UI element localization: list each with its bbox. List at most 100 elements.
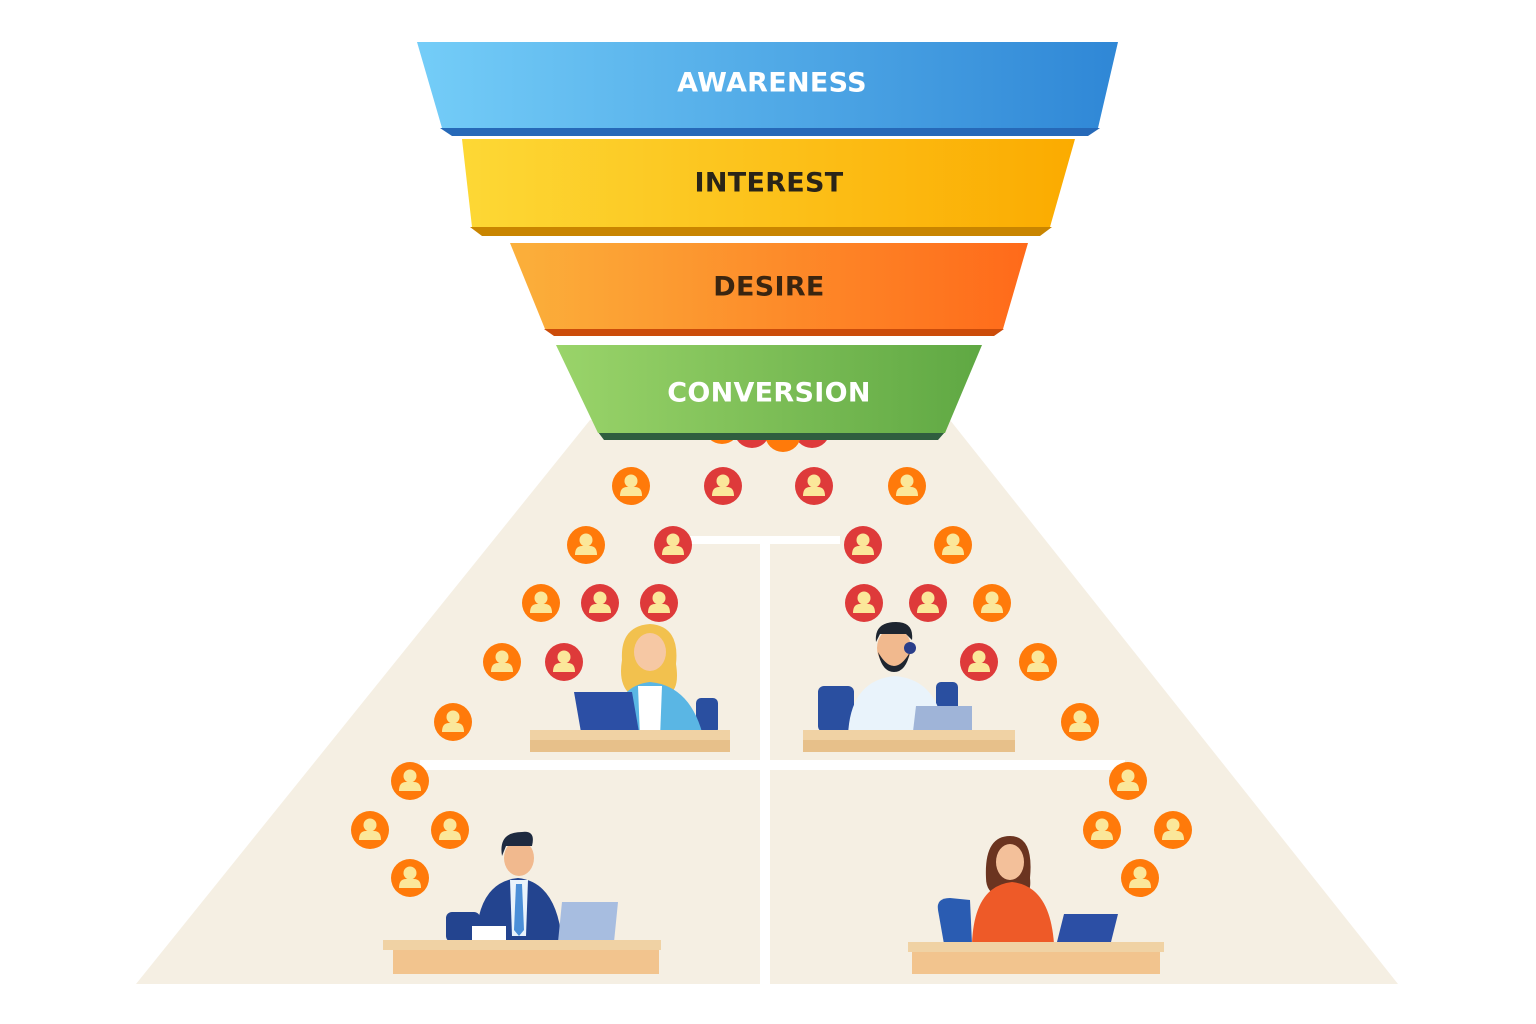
lead-icon (654, 526, 692, 564)
laptop (574, 692, 640, 738)
person-icon-head (900, 474, 914, 488)
desk-front (912, 952, 1160, 974)
funnel-stage-awareness[interactable]: AWARENESS (417, 42, 1118, 136)
stage-rim (470, 227, 1052, 236)
person-icon-head (666, 533, 680, 547)
face (634, 633, 666, 671)
person-icon-body (981, 604, 1003, 613)
lead-icon (640, 584, 678, 622)
funnel: AWARENESS INTEREST DESIRE CONVERSION (417, 42, 1118, 440)
stage-label-awareness: AWARENESS (677, 68, 867, 99)
lead-icon (431, 811, 469, 849)
lead-icon (612, 467, 650, 505)
person-icon-head (446, 710, 460, 724)
person-icon-body (442, 723, 464, 732)
lead-icon (1109, 762, 1147, 800)
lead-icon (888, 467, 926, 505)
person-icon-body (968, 663, 990, 672)
person-icon-head (534, 591, 548, 605)
stage-band (462, 139, 1075, 227)
desk-top (383, 940, 661, 950)
stage-band (510, 243, 1028, 329)
lead-icon (973, 584, 1011, 622)
chair (818, 686, 854, 732)
paper-stack (472, 926, 506, 940)
person-icon-body (917, 604, 939, 613)
funnel-stage-interest[interactable]: INTEREST (462, 139, 1075, 236)
face (877, 628, 911, 668)
quadrant-dividers (420, 536, 1125, 986)
lead-icon (351, 811, 389, 849)
desk-top (908, 942, 1164, 952)
person-icon-head (403, 866, 417, 880)
person-icon-body (852, 546, 874, 555)
lead-icon (545, 643, 583, 681)
lead-icon (960, 643, 998, 681)
person-icon-head (807, 474, 821, 488)
person-icon-head (652, 591, 666, 605)
beard (878, 652, 910, 672)
lead-icon (581, 584, 619, 622)
person-icon-body (1069, 723, 1091, 732)
funnel-stage-conversion[interactable]: CONVERSION (556, 345, 982, 440)
person-icon-body (1091, 831, 1113, 840)
person-icon-head (1166, 818, 1180, 832)
person-icon-body (399, 782, 421, 791)
person-icon-body (620, 487, 642, 496)
lead-icon (1019, 643, 1057, 681)
torso (972, 882, 1054, 944)
person-icon-body (589, 604, 611, 613)
lead-icon (567, 526, 605, 564)
person-icon-head (1121, 769, 1135, 783)
person-icon-head (857, 591, 871, 605)
stage-label-conversion: CONVERSION (667, 378, 871, 409)
desk-top (803, 730, 1015, 740)
divider-middle-horizontal (420, 760, 1125, 770)
person-icon-head (624, 474, 638, 488)
lead-icon (1154, 811, 1192, 849)
person-icon-head (1133, 866, 1147, 880)
worker-bottom-right (908, 836, 1164, 974)
funnel-stage-desire[interactable]: DESIRE (510, 243, 1028, 336)
stage-rim (440, 128, 1100, 136)
lead-icon (483, 643, 521, 681)
person-icon-head (579, 533, 593, 547)
lead-icon (934, 526, 972, 564)
person-icon-body (439, 831, 461, 840)
person-icon-head (593, 591, 607, 605)
person-icon-body (896, 487, 918, 496)
lead-icon (1061, 703, 1099, 741)
face (504, 840, 534, 876)
desk-front (530, 740, 730, 752)
lead-icon (845, 584, 883, 622)
person-icon-body (491, 663, 513, 672)
person-icon-body (942, 546, 964, 555)
person-icon-body (1027, 663, 1049, 672)
laptop (558, 902, 618, 942)
person-icon-head (1031, 650, 1045, 664)
person-icon-body (575, 546, 597, 555)
person-icon-body (648, 604, 670, 613)
desk-top (530, 730, 730, 740)
person-icon-head (443, 818, 457, 832)
lead-icon (704, 467, 742, 505)
person-icon-head (495, 650, 509, 664)
lead-icon (909, 584, 947, 622)
person-icon-body (359, 831, 381, 840)
person-icon-head (403, 769, 417, 783)
person-icon-body (712, 487, 734, 496)
chair (937, 898, 972, 944)
person-icon-head (1095, 818, 1109, 832)
chair (446, 912, 480, 942)
person-icon-head (921, 591, 935, 605)
hair (875, 622, 913, 642)
stage-rim (544, 329, 1004, 336)
lead-icons (351, 467, 1192, 897)
desk-front (803, 740, 1015, 752)
chair (696, 698, 718, 734)
person-icon-head (856, 533, 870, 547)
lead-icon (522, 584, 560, 622)
stage-label-desire: DESIRE (713, 272, 824, 303)
person-icon-body (1129, 879, 1151, 888)
